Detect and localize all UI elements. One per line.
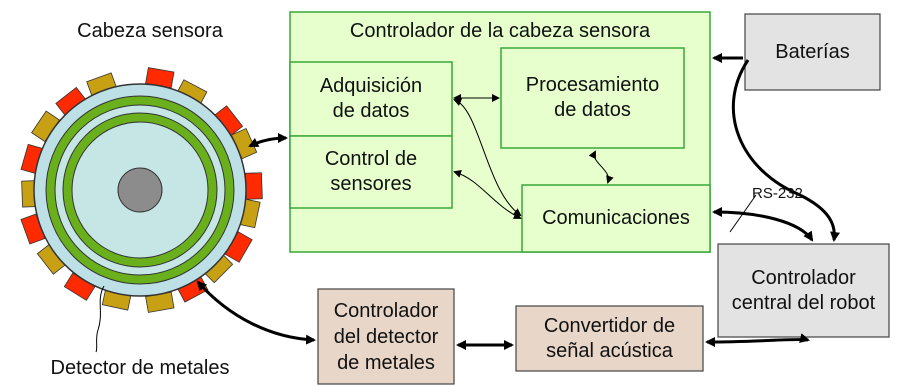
rs232-slash bbox=[729, 194, 757, 233]
metal-detector-controller-label: Controlador del detector de metales bbox=[333, 299, 439, 374]
processing-box bbox=[500, 47, 685, 149]
arrow-head-to-controller bbox=[248, 133, 288, 148]
communications-label: Comunicaciones bbox=[542, 207, 690, 229]
detector-label: Detector de metales bbox=[50, 357, 230, 379]
communications-box bbox=[521, 184, 711, 253]
controller-title: Controlador de la cabeza sensora bbox=[349, 19, 651, 42]
head-label: Cabeza sensora bbox=[77, 20, 223, 42]
hub bbox=[117, 167, 163, 213]
arrow-batteries-to-central bbox=[731, 59, 841, 242]
processing-label: Procesamiento de datos bbox=[525, 74, 660, 121]
sensor-head bbox=[20, 67, 263, 313]
arrow-comms-to-central bbox=[712, 207, 814, 242]
central-controller-box bbox=[717, 243, 890, 338]
arrow-acoustic-to-central bbox=[705, 333, 810, 347]
acoustic-converter-box bbox=[515, 305, 704, 372]
central-controller-label: Controlador central del robot bbox=[731, 266, 876, 314]
arrow-detector-to-metal-controller bbox=[196, 280, 316, 345]
sensor-control-label: Control de sensores bbox=[324, 148, 418, 195]
arrow-processing-to-comms bbox=[588, 150, 614, 184]
arrow-sensor-control-to-comms bbox=[453, 170, 522, 219]
acquisition-box bbox=[289, 61, 453, 137]
sensor-control-box bbox=[289, 135, 453, 209]
detector-leader-line bbox=[95, 285, 105, 353]
rs232-label: RS-232 bbox=[752, 185, 803, 202]
acquisition-label: Adquisición de datos bbox=[319, 75, 423, 122]
acoustic-converter-label: Convertidor de señal acústica bbox=[543, 314, 676, 362]
metal-detector-controller-box bbox=[317, 288, 455, 385]
sensor-element-5 bbox=[245, 172, 263, 200]
batteries-box bbox=[744, 13, 881, 91]
batteries-label: Baterías bbox=[775, 40, 850, 63]
